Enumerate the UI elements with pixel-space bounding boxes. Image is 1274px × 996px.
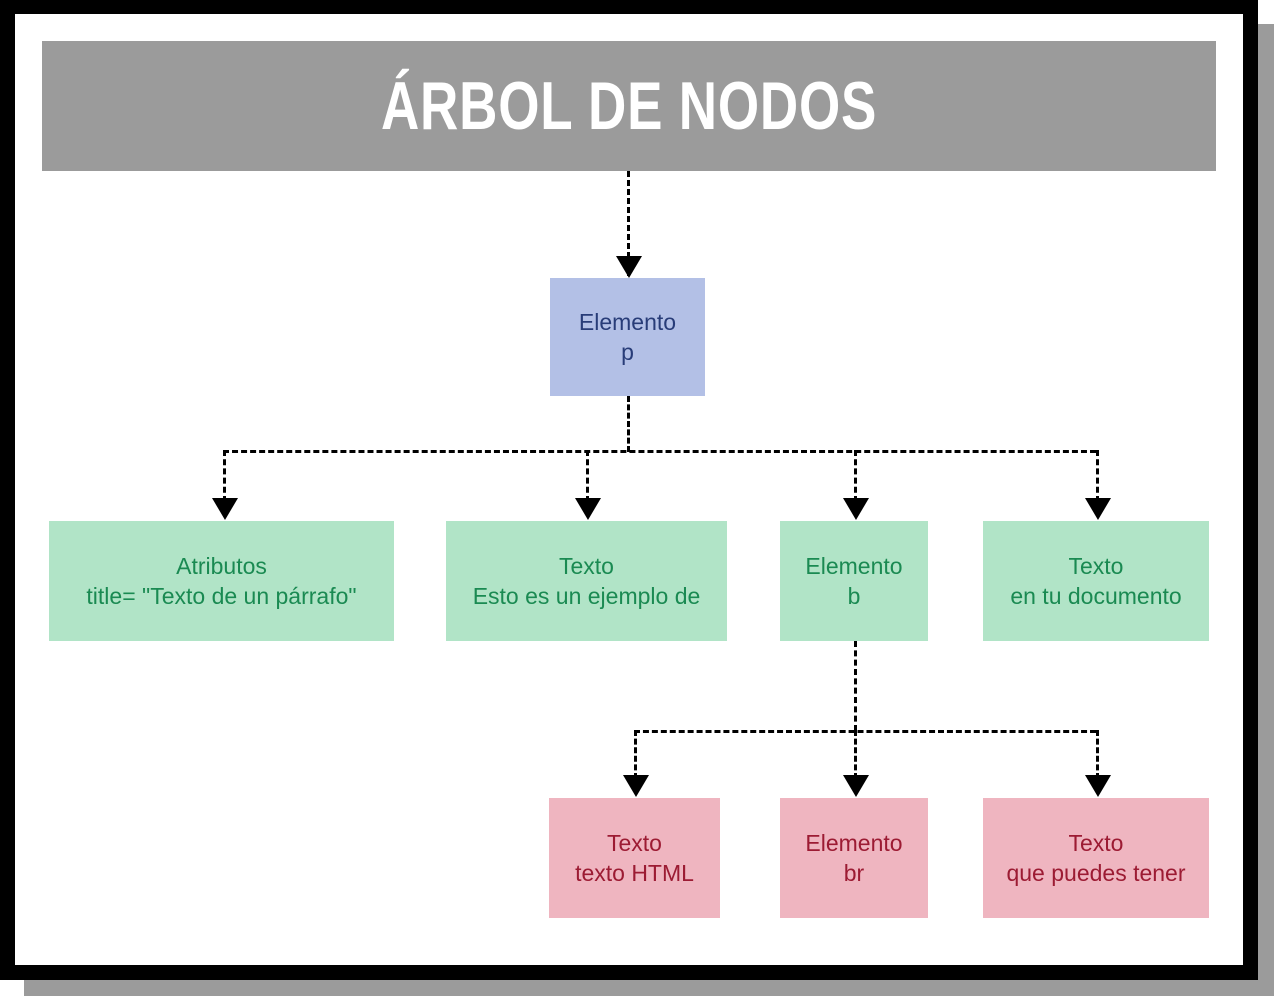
arrowhead-level2-1 [623,775,649,797]
node-elemento-b[interactable]: Elemento b [780,521,928,641]
node-texto-en-tu-documento[interactable]: Texto en tu documento [983,521,1209,641]
arrowhead-level1-1 [212,498,238,520]
node-line1: Elemento [805,829,903,856]
connector-title-to-root [627,171,630,276]
node-line1: Texto [1068,552,1124,579]
page-title: ÁRBOL DE NODOS [380,68,878,144]
node-line1: Atributos [176,552,267,579]
node-line2: br [843,860,865,886]
node-line1: Texto [559,552,614,579]
node-line2: b [847,583,861,609]
connector-level2-drop-1 [634,730,637,779]
connector-level1-bus [223,450,1096,453]
node-texto-texto-html[interactable]: Texto texto HTML [549,798,720,918]
connector-level1-drop-1 [223,450,226,502]
node-line1: Elemento [578,308,677,335]
node-line2: texto HTML [575,860,694,886]
connector-level1-drop-2 [586,450,589,502]
arrowhead-root [616,256,642,278]
arrowhead-level2-2 [843,775,869,797]
arrowhead-level2-3 [1085,775,1111,797]
diagram-title-bar: ÁRBOL DE NODOS [42,41,1216,171]
node-line2: que puedes tener [1006,860,1186,886]
node-elemento-br[interactable]: Elemento br [780,798,928,918]
connector-level2-drop-3 [1096,730,1099,779]
node-line1: Elemento [805,552,903,579]
node-texto-que-puedes-tener[interactable]: Texto que puedes tener [983,798,1209,918]
node-line2: Esto es un ejemplo de [472,583,701,609]
outer-frame-border: ÁRBOL DE NODOS Elemento p Atributos titl… [0,0,1258,980]
connector-level1-drop-3 [854,450,857,502]
node-atributos-title[interactable]: Atributos title= "Texto de un párrafo" [49,521,394,641]
arrowhead-level1-3 [843,498,869,520]
connector-level1-drop-4 [1096,450,1099,502]
connector-level2-drop-2 [854,730,857,779]
node-elemento-p[interactable]: Elemento p [550,278,705,396]
arrowhead-level1-2 [575,498,601,520]
diagram-canvas: ÁRBOL DE NODOS Elemento p Atributos titl… [15,14,1243,965]
arrowhead-level1-4 [1085,498,1111,520]
node-line2: p [621,339,634,365]
node-line1: Texto [1068,829,1124,856]
connector-root-stem [627,396,630,452]
connector-level2-bus [634,730,1096,733]
connector-elemento-b-stem [854,641,857,731]
node-texto-esto-es-un-ejemplo-de[interactable]: Texto Esto es un ejemplo de [446,521,727,641]
node-line2: title= "Texto de un párrafo" [86,583,357,609]
node-line2: en tu documento [1010,583,1182,609]
node-line1: Texto [607,829,662,856]
